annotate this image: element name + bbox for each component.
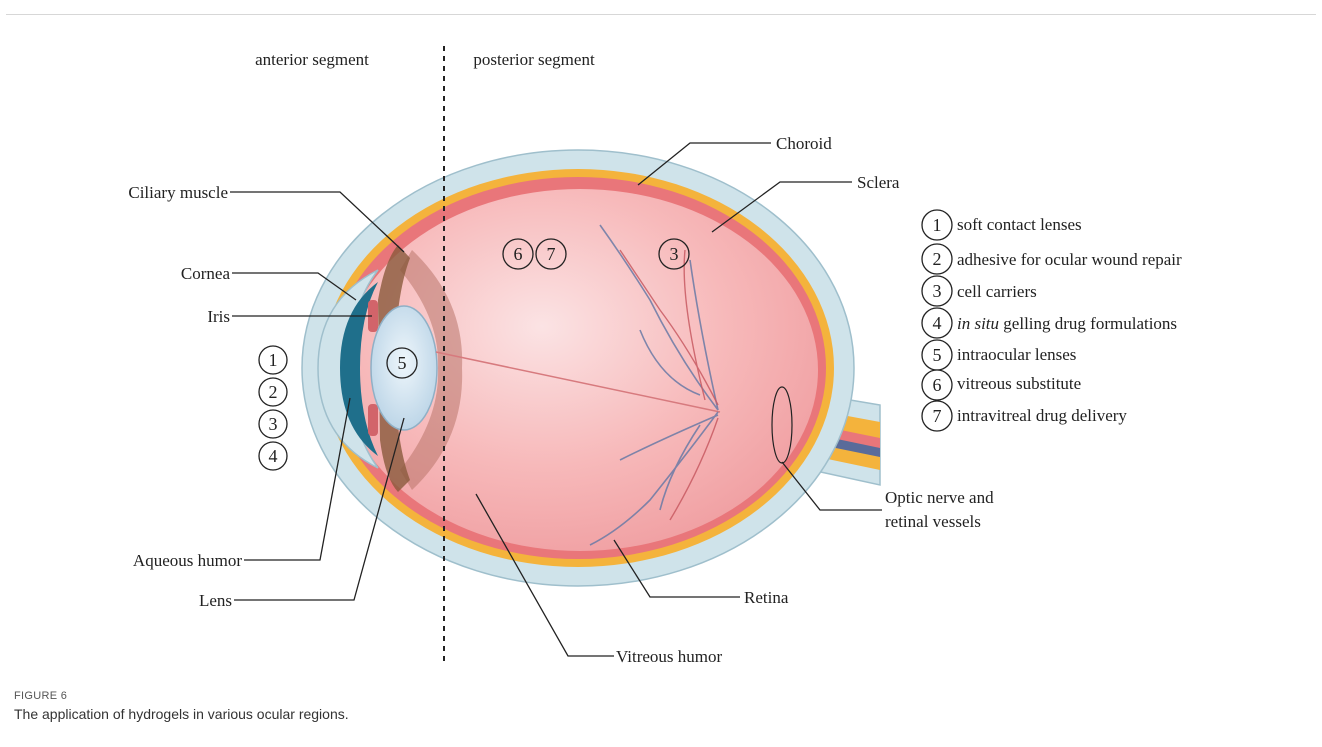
legend-item-4: in situ gelling drug formulations <box>957 314 1177 333</box>
legend-item-1: soft contact lenses <box>957 215 1082 234</box>
legend-num-7: 7 <box>933 406 942 426</box>
marker-6: 6 <box>514 244 523 264</box>
legend-item-4-italic: in situ <box>957 314 999 333</box>
label-optic-nerve-line1: Optic nerve and <box>885 488 994 507</box>
label-vitreous-humor: Vitreous humor <box>616 647 722 666</box>
label-lens: Lens <box>199 591 232 610</box>
label-cornea: Cornea <box>181 264 231 283</box>
legend-num-6: 6 <box>933 375 942 395</box>
label-choroid: Choroid <box>776 134 832 153</box>
legend-item-2: adhesive for ocular wound repair <box>957 250 1182 269</box>
legend-num-5: 5 <box>933 345 942 365</box>
figure-caption: The application of hydrogels in various … <box>14 706 349 722</box>
legend-item-6: vitreous substitute <box>957 374 1081 393</box>
marker-1: 1 <box>269 350 278 370</box>
marker-2: 2 <box>269 382 278 402</box>
legend: 1 2 3 4 5 6 7 soft contact lenses adhesi… <box>922 210 1182 431</box>
label-sclera: Sclera <box>857 173 900 192</box>
marker-7: 7 <box>547 244 556 264</box>
marker-3: 3 <box>269 414 278 434</box>
legend-item-3: cell carriers <box>957 282 1037 301</box>
anterior-segment-title: anterior segment <box>255 50 369 69</box>
label-iris: Iris <box>207 307 230 326</box>
label-optic-nerve-line2: retinal vessels <box>885 512 981 531</box>
label-aqueous-humor: Aqueous humor <box>133 551 242 570</box>
marker-retina-3: 3 <box>670 244 679 264</box>
posterior-segment-title: posterior segment <box>473 50 595 69</box>
legend-num-2: 2 <box>933 249 942 269</box>
legend-item-4-rest: gelling drug formulations <box>999 314 1177 333</box>
label-ciliary-muscle: Ciliary muscle <box>128 183 228 202</box>
legend-item-7: intravitreal drug delivery <box>957 406 1127 425</box>
iris-lower <box>368 404 378 436</box>
marker-5: 5 <box>398 353 407 373</box>
figure-label: FIGURE 6 <box>14 690 67 702</box>
legend-num-4: 4 <box>933 313 942 333</box>
marker-4: 4 <box>269 446 278 466</box>
legend-item-5: intraocular lenses <box>957 345 1076 364</box>
eye-diagram: anterior segment posterior segment Choro… <box>0 0 1322 680</box>
label-retina: Retina <box>744 588 789 607</box>
legend-num-3: 3 <box>933 281 942 301</box>
legend-num-1: 1 <box>933 215 942 235</box>
